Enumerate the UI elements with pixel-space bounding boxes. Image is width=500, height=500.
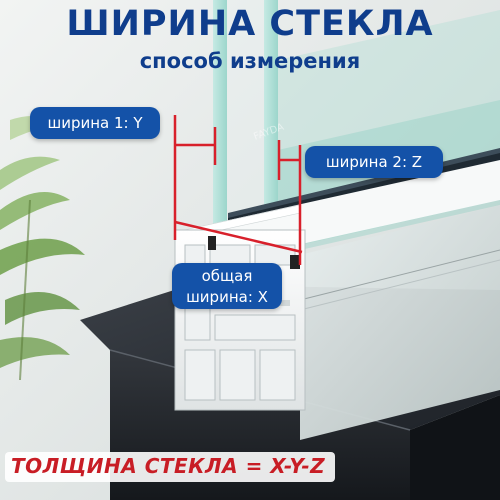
width-1-label: ширина 1: Y (30, 107, 160, 139)
total-width-label: общая ширина: X (172, 263, 282, 309)
page-subtitle: способ измерения (139, 49, 361, 73)
thickness-formula: ТОЛЩИНА СТЕКЛА = X-Y-Z (5, 452, 336, 482)
width-2-label: ширина 2: Z (305, 146, 443, 178)
measurement-lines (173, 115, 303, 265)
plant-decoration (0, 116, 85, 381)
total-width-line (174, 220, 303, 254)
total-width-label-line2: ширина: X (186, 288, 268, 306)
total-width-label-line1: общая (201, 267, 253, 285)
page-title: ШИРИНА СТЕКЛА (66, 4, 434, 44)
